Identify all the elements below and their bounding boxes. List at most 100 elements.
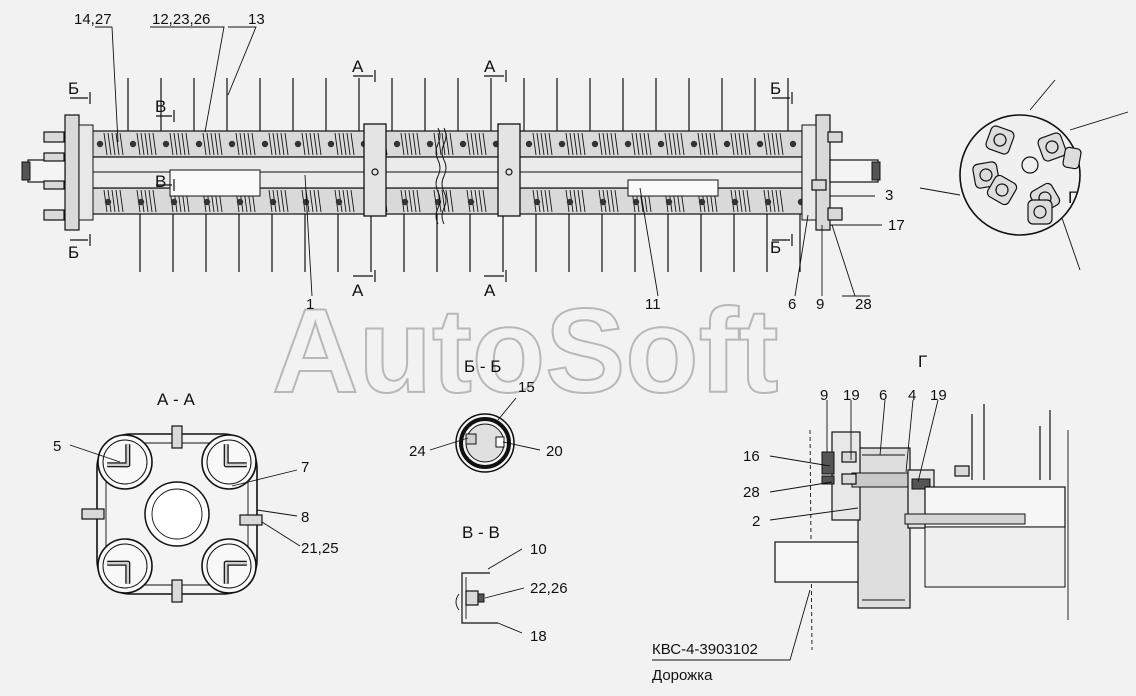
- spring-coil: [214, 132, 219, 156]
- spring-coil: [276, 132, 281, 156]
- bolt: [393, 140, 401, 148]
- spring-coil: [210, 132, 215, 156]
- spring-coil: [763, 132, 768, 156]
- cut-mark-b-top-right: Б: [770, 79, 781, 98]
- clamp-right: [497, 123, 521, 217]
- spring-coil: [173, 132, 178, 156]
- callout-5: 5: [53, 438, 61, 455]
- spring-coil: [701, 132, 706, 156]
- callout-g-19b: 19: [930, 387, 947, 404]
- spring-coil: [136, 132, 141, 156]
- spring-coil: [664, 132, 669, 156]
- bolt: [690, 140, 698, 148]
- spring-coil: [614, 189, 619, 213]
- tube-inner: [206, 439, 252, 485]
- spring-coil: [573, 189, 578, 213]
- cut-mark-a-top-1: А: [352, 57, 364, 76]
- spring-coil: [614, 132, 619, 156]
- bolt: [591, 140, 599, 148]
- spring-coil: [680, 132, 685, 156]
- spring-coil: [115, 132, 120, 156]
- spring-coil: [610, 189, 615, 213]
- tube-inner: [102, 439, 148, 485]
- spring-coil: [239, 132, 244, 156]
- spring-coil: [474, 132, 479, 156]
- callout-g-28: 28: [743, 484, 760, 501]
- spring-coil: [247, 132, 252, 156]
- spring-coil: [635, 132, 640, 156]
- spring-coil: [268, 132, 273, 156]
- spring-coil: [771, 132, 776, 156]
- spring-coil: [738, 132, 743, 156]
- spring-coil: [581, 132, 586, 156]
- v-insert-hatch: [107, 444, 130, 467]
- tube-inner: [206, 543, 252, 589]
- callout-15: 15: [518, 379, 535, 396]
- spring-coil: [779, 189, 784, 213]
- spring-coil: [544, 132, 549, 156]
- spring-coil: [742, 189, 747, 213]
- spring-coil: [606, 189, 611, 213]
- spring-coil: [441, 189, 446, 213]
- callout-18: 18: [530, 628, 547, 645]
- bolt: [294, 140, 302, 148]
- spring-coil: [445, 189, 450, 213]
- spring-coil: [284, 189, 289, 213]
- spring-coil: [746, 132, 751, 156]
- cut-mark-a-bottom-1: А: [352, 281, 364, 300]
- spring-coil: [148, 132, 153, 156]
- spring-coil: [449, 189, 454, 213]
- spring-coil: [140, 132, 145, 156]
- spring-coil: [742, 132, 747, 156]
- spring-coil: [346, 189, 351, 213]
- bolt: [195, 140, 203, 148]
- spring-coil: [408, 189, 413, 213]
- callout-10: 10: [530, 541, 547, 558]
- bolt: [665, 198, 673, 206]
- document-name: Дорожка: [652, 667, 713, 684]
- callout-11: 11: [645, 296, 661, 313]
- spring-coil: [730, 132, 735, 156]
- callout-24: 24: [409, 443, 426, 460]
- spring-coil: [532, 132, 537, 156]
- spring-coil: [606, 132, 611, 156]
- spring-coil: [474, 189, 479, 213]
- spring-coil: [412, 132, 417, 156]
- bolts: [96, 140, 805, 206]
- document-code: КВС-4-3903102: [652, 641, 758, 658]
- spring-coil: [276, 189, 281, 213]
- bolt: [104, 198, 112, 206]
- spring-coil: [643, 132, 648, 156]
- spring-coil: [482, 189, 487, 213]
- bolt: [203, 198, 211, 206]
- spring-coil: [775, 132, 780, 156]
- section-title-a-a: А - А: [157, 390, 195, 409]
- spring-coil: [536, 132, 541, 156]
- cut-mark-g-view: Г: [1068, 188, 1077, 207]
- spring-coil: [103, 132, 108, 156]
- bolt: [426, 140, 434, 148]
- spring-coil: [342, 132, 347, 156]
- spring-coil: [206, 132, 211, 156]
- bolt: [236, 198, 244, 206]
- callout-20: 20: [546, 443, 563, 460]
- cut-mark-a-top-2: А: [484, 57, 496, 76]
- bolt: [401, 198, 409, 206]
- bolt: [723, 140, 731, 148]
- spring-coil: [672, 132, 677, 156]
- spring-coil: [350, 189, 355, 213]
- callout-7: 7: [301, 459, 309, 476]
- spring-coil: [313, 189, 318, 213]
- bolt: [789, 140, 797, 148]
- callout-17: 17: [888, 217, 905, 234]
- view-g-detail: [919, 79, 1129, 271]
- bolt: [335, 198, 343, 206]
- callout-g-2: 2: [752, 513, 760, 530]
- spring-coil: [482, 132, 487, 156]
- spring-coil: [107, 132, 112, 156]
- view-g-section: [774, 404, 1069, 651]
- callout-g-4: 4: [908, 387, 916, 404]
- spring-coil: [771, 189, 776, 213]
- spring-coil: [408, 132, 413, 156]
